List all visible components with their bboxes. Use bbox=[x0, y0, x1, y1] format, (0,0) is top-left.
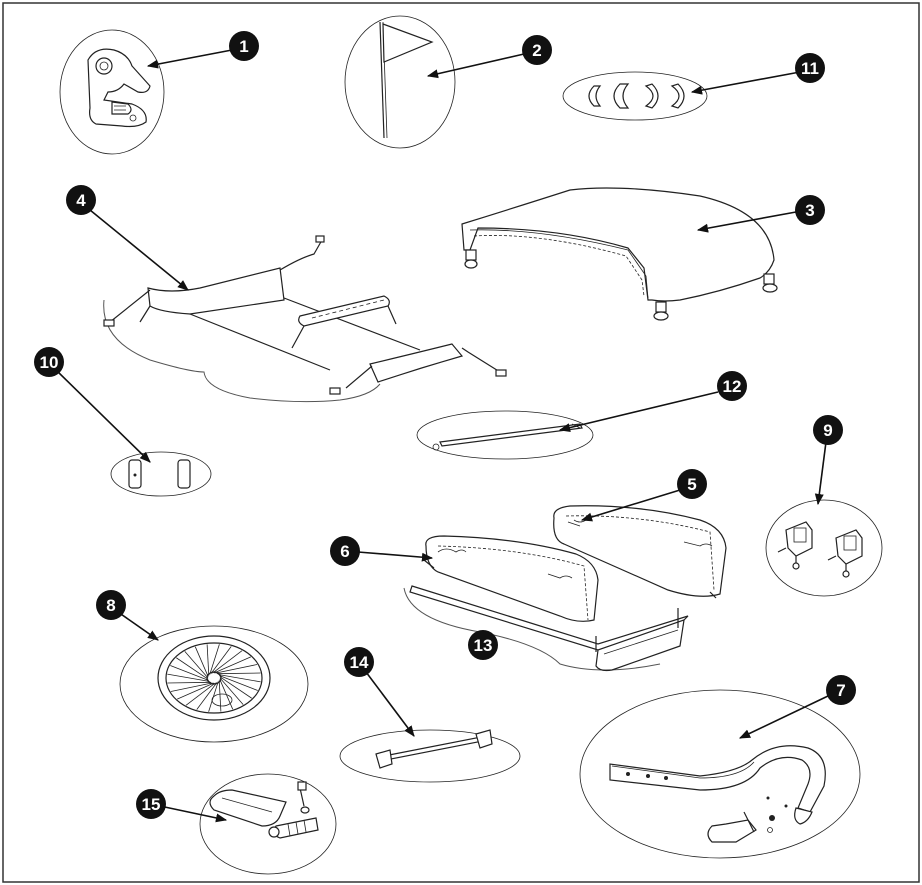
wheel-spoke bbox=[196, 682, 218, 710]
wheel-spoke bbox=[209, 644, 220, 675]
wheel-spoke bbox=[206, 644, 210, 676]
svg-text:4: 4 bbox=[76, 191, 86, 210]
svg-text:12: 12 bbox=[723, 377, 742, 396]
part-7-drawbar bbox=[579, 689, 861, 859]
wheel-spoke bbox=[194, 646, 209, 677]
wheel-spoke bbox=[176, 657, 209, 680]
wheel-spoke bbox=[167, 673, 210, 682]
part-14-axle-bar bbox=[339, 729, 521, 783]
svg-text:8: 8 bbox=[106, 596, 115, 615]
leader-line-14 bbox=[359, 663, 415, 737]
wheel-spoke bbox=[177, 682, 215, 700]
leader-line-5 bbox=[580, 489, 681, 522]
callout-7: 7 bbox=[826, 675, 856, 705]
callout-9: 9 bbox=[813, 415, 843, 445]
leader-line-11 bbox=[690, 71, 801, 95]
svg-text:5: 5 bbox=[687, 475, 696, 494]
part-9-wheel-brackets bbox=[765, 499, 883, 597]
callout-markers: 1 2 11 3 4 10 12 9 5 6 8 13 14 7 15 bbox=[34, 31, 856, 819]
svg-text:13: 13 bbox=[474, 636, 493, 655]
wheel-spoke bbox=[170, 665, 209, 681]
callout-11: 11 bbox=[795, 53, 825, 83]
wheel-spoke bbox=[185, 682, 216, 706]
callout-12: 12 bbox=[717, 371, 747, 401]
wheel-spoke bbox=[215, 664, 258, 674]
svg-text:15: 15 bbox=[142, 795, 161, 814]
svg-text:3: 3 bbox=[805, 201, 814, 220]
svg-text:11: 11 bbox=[801, 59, 819, 78]
wheel-spoke bbox=[218, 680, 222, 712]
svg-text:9: 9 bbox=[823, 421, 832, 440]
svg-text:10: 10 bbox=[40, 353, 59, 372]
leader-lines bbox=[55, 49, 829, 823]
leader-line-6 bbox=[357, 551, 434, 562]
wheel-spoke bbox=[167, 681, 212, 684]
wheel-spoke bbox=[210, 646, 232, 674]
wheel-spoke bbox=[219, 677, 244, 705]
part-4-fabric-body bbox=[103, 235, 507, 403]
svg-text:14: 14 bbox=[350, 653, 369, 672]
wheel-spoke bbox=[219, 675, 258, 691]
leader-line-10 bbox=[55, 369, 151, 463]
callout-2: 2 bbox=[522, 35, 552, 65]
part-3-canopy-cover bbox=[461, 187, 778, 321]
callout-14: 14 bbox=[344, 647, 374, 677]
part-11-clips bbox=[562, 71, 708, 121]
svg-text:1: 1 bbox=[239, 37, 248, 56]
callout-13: 13 bbox=[468, 630, 498, 660]
part-5-right-side-panel bbox=[553, 505, 727, 599]
callout-10: 10 bbox=[34, 347, 64, 377]
part-13-floor-frame bbox=[403, 585, 689, 672]
wheel-spoke bbox=[212, 650, 243, 674]
leader-line-4 bbox=[89, 209, 189, 291]
callout-15: 15 bbox=[136, 789, 166, 819]
leader-line-8 bbox=[117, 611, 159, 641]
part-2-safety-flag bbox=[344, 15, 456, 149]
part-15-hitch bbox=[199, 773, 337, 875]
leader-line-12 bbox=[558, 391, 719, 432]
callout-1: 1 bbox=[229, 31, 259, 61]
part-10-tubes bbox=[110, 451, 212, 497]
svg-text:6: 6 bbox=[340, 542, 349, 561]
svg-text:7: 7 bbox=[836, 681, 845, 700]
callout-4: 4 bbox=[66, 185, 96, 215]
wheel-spoke bbox=[216, 672, 261, 675]
wheel-spoke bbox=[213, 656, 251, 674]
leader-line-3 bbox=[696, 211, 797, 233]
part-8-wheel bbox=[119, 625, 309, 743]
leader-line-7 bbox=[738, 695, 829, 739]
wheel-spoke bbox=[184, 651, 209, 679]
wheel-spoke bbox=[170, 682, 213, 692]
leader-line-2 bbox=[426, 53, 525, 79]
wheel-spoke bbox=[218, 674, 261, 683]
leader-line-9 bbox=[814, 441, 827, 506]
part-6-left-side-panel bbox=[423, 535, 599, 622]
leader-line-1 bbox=[146, 49, 233, 69]
part-12-rod bbox=[416, 410, 594, 460]
svg-text:2: 2 bbox=[532, 41, 541, 60]
callout-8: 8 bbox=[96, 590, 126, 620]
callout-6: 6 bbox=[330, 536, 360, 566]
callout-5: 5 bbox=[677, 469, 707, 499]
wheel-spoke bbox=[219, 676, 252, 699]
part-1-hinge-bracket bbox=[59, 29, 165, 155]
leader-line-15 bbox=[159, 805, 228, 823]
callout-3: 3 bbox=[795, 195, 825, 225]
